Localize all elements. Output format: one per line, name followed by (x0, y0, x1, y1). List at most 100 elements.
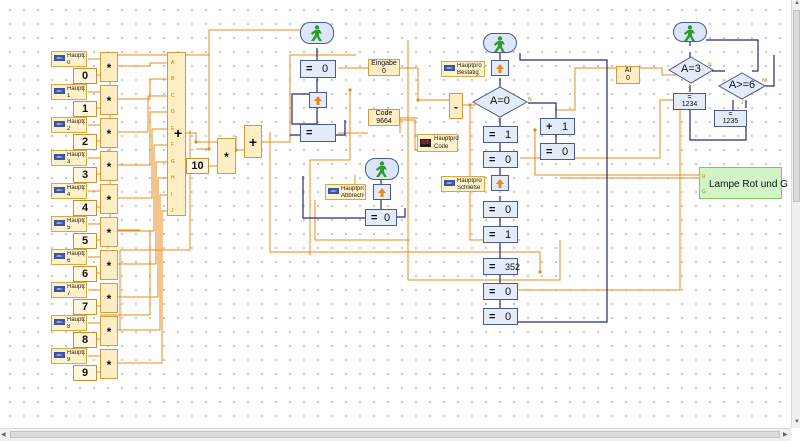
constant-box[interactable]: 9 (73, 365, 97, 381)
abbreche-input[interactable]: ABCHauptproAbbreché (325, 184, 366, 200)
start-block[interactable] (483, 33, 517, 53)
add-block[interactable]: + (244, 125, 262, 158)
wait-block[interactable] (309, 92, 327, 108)
abc-icon: ABC (54, 286, 65, 292)
start-block[interactable] (300, 22, 334, 44)
abc-icon: ABC (54, 352, 65, 358)
abc-icon: ABC (54, 253, 65, 259)
program-canvas[interactable]: ABCHauptpro0 0 ABCHauptpro1 1 ABCHauptpr… (0, 0, 791, 428)
multiply-block[interactable]: * (100, 283, 118, 313)
scroll-left-icon[interactable]: ◀ (1, 432, 6, 438)
multiply-block[interactable]: * (217, 138, 236, 174)
abc-icon: ABC (54, 88, 65, 94)
sum-block[interactable]: A B C D E F G H I J + (167, 52, 186, 216)
assign-block[interactable]: =0 (483, 308, 518, 325)
multiply-block[interactable]: * (100, 52, 118, 82)
hauptpro-input-9[interactable]: ABCHauptpro9 (51, 348, 87, 364)
abc-icon: ABC (54, 319, 65, 325)
multiply-block[interactable]: * (100, 217, 118, 247)
increment-block[interactable]: +1 (540, 118, 575, 135)
scroll-up-icon[interactable]: ▲ (794, 0, 800, 6)
constant-box[interactable]: 6 (73, 266, 97, 282)
constant-box[interactable]: 0 (73, 68, 97, 84)
abc-icon: ABC (54, 55, 65, 61)
decision-a-equals-0[interactable]: A=0 (471, 86, 529, 118)
constant-box[interactable]: 1 (73, 101, 97, 117)
abc-icon: ABC (54, 154, 65, 160)
assign-block[interactable]: =0 (483, 283, 518, 300)
lamp-output[interactable]: R G Lampe Rot und G (699, 167, 788, 199)
constant-box[interactable]: 5 (73, 233, 97, 249)
arrow-up-icon (314, 96, 322, 105)
start-block[interactable] (365, 158, 399, 180)
abc-icon: ABC (54, 220, 65, 226)
vertical-scrollbar[interactable]: ▲ ▼ (791, 0, 800, 428)
hauptpro-input-7[interactable]: ABCHauptpro7 (51, 282, 87, 298)
multiply-block[interactable]: * (100, 349, 118, 379)
assign-block[interactable]: =0 (483, 201, 518, 218)
ampelmann-icon (684, 25, 695, 41)
multiply-block[interactable]: * (100, 151, 118, 181)
assign-block-1234[interactable]: =1234 (673, 93, 706, 110)
display-icon: 888 (420, 139, 431, 147)
hauptpro-input-0[interactable]: ABCHauptpro0 (51, 51, 87, 67)
wait-block[interactable] (373, 184, 391, 200)
hauptpro-input-8[interactable]: ABCHauptpro8 (51, 315, 87, 331)
abc-icon: ABC (444, 65, 455, 71)
hauptpro-input-1[interactable]: ABCHauptpro1 (51, 84, 87, 100)
vertical-scroll-thumb[interactable] (793, 10, 800, 202)
ampelmann-icon (311, 25, 322, 41)
wait-block[interactable] (491, 60, 509, 76)
arrow-up-icon (378, 188, 386, 197)
assign-block[interactable]: =0 (483, 151, 518, 168)
start-block[interactable] (673, 22, 707, 42)
wait-block[interactable] (491, 175, 509, 191)
hauptpro-input-4[interactable]: ABCHauptpro4 (51, 183, 87, 199)
multiply-block[interactable]: * (100, 316, 118, 346)
abc-icon: ABC (54, 187, 65, 193)
abc-icon: ABC (54, 121, 65, 127)
assign-block[interactable]: =0 (300, 60, 336, 78)
hauptpro-input-2[interactable]: ABCHauptpro2 (51, 117, 87, 133)
constant-box[interactable]: 3 (73, 167, 97, 183)
constant-10[interactable]: 10 (186, 158, 209, 174)
ampelmann-icon (376, 161, 387, 177)
horizontal-scrollbar[interactable]: ◀ ▶ (0, 428, 791, 441)
abc-icon: ABC (328, 188, 339, 194)
ampelmann-icon (494, 36, 505, 52)
multiply-block[interactable]: * (100, 250, 118, 280)
multiply-block[interactable]: * (100, 184, 118, 214)
arrow-up-icon (496, 64, 504, 73)
assign-block[interactable]: =1 (483, 126, 518, 143)
assign-block[interactable]: =0 (540, 143, 575, 160)
scroll-right-icon[interactable]: ▶ (783, 432, 788, 438)
assign-block-1235[interactable]: =1235 (714, 110, 747, 127)
constant-box[interactable]: 4 (73, 200, 97, 216)
assign-block[interactable]: =352 (483, 258, 520, 275)
assign-block[interactable]: =1 (483, 226, 518, 243)
hauptpro-input-5[interactable]: ABCHauptpro5 (51, 216, 87, 232)
assign-block[interactable]: = (300, 124, 336, 142)
scroll-down-icon[interactable]: ▼ (794, 419, 800, 425)
abc-icon: ABC (444, 180, 455, 186)
constant-box[interactable]: 8 (73, 332, 97, 348)
decision-a-equals-3[interactable]: A=3 (668, 56, 714, 84)
hauptpro-input-3[interactable]: ABCHauptpro3 (51, 150, 87, 166)
decision-a-gte-6[interactable]: A>=6 (717, 72, 767, 100)
multiply-block[interactable]: * (100, 118, 118, 148)
arrow-up-icon (496, 179, 504, 188)
multiply-block[interactable]: * (100, 85, 118, 115)
subtract-block[interactable]: - (449, 93, 463, 119)
horizontal-scroll-thumb[interactable] (10, 431, 780, 438)
constant-box[interactable]: 2 (73, 134, 97, 150)
assign-block[interactable]: =0 (365, 209, 397, 226)
constant-box[interactable]: 7 (73, 299, 97, 315)
wire-layer (88, 29, 775, 373)
hauptpro-input-6[interactable]: ABCHauptpro6 (51, 249, 87, 265)
